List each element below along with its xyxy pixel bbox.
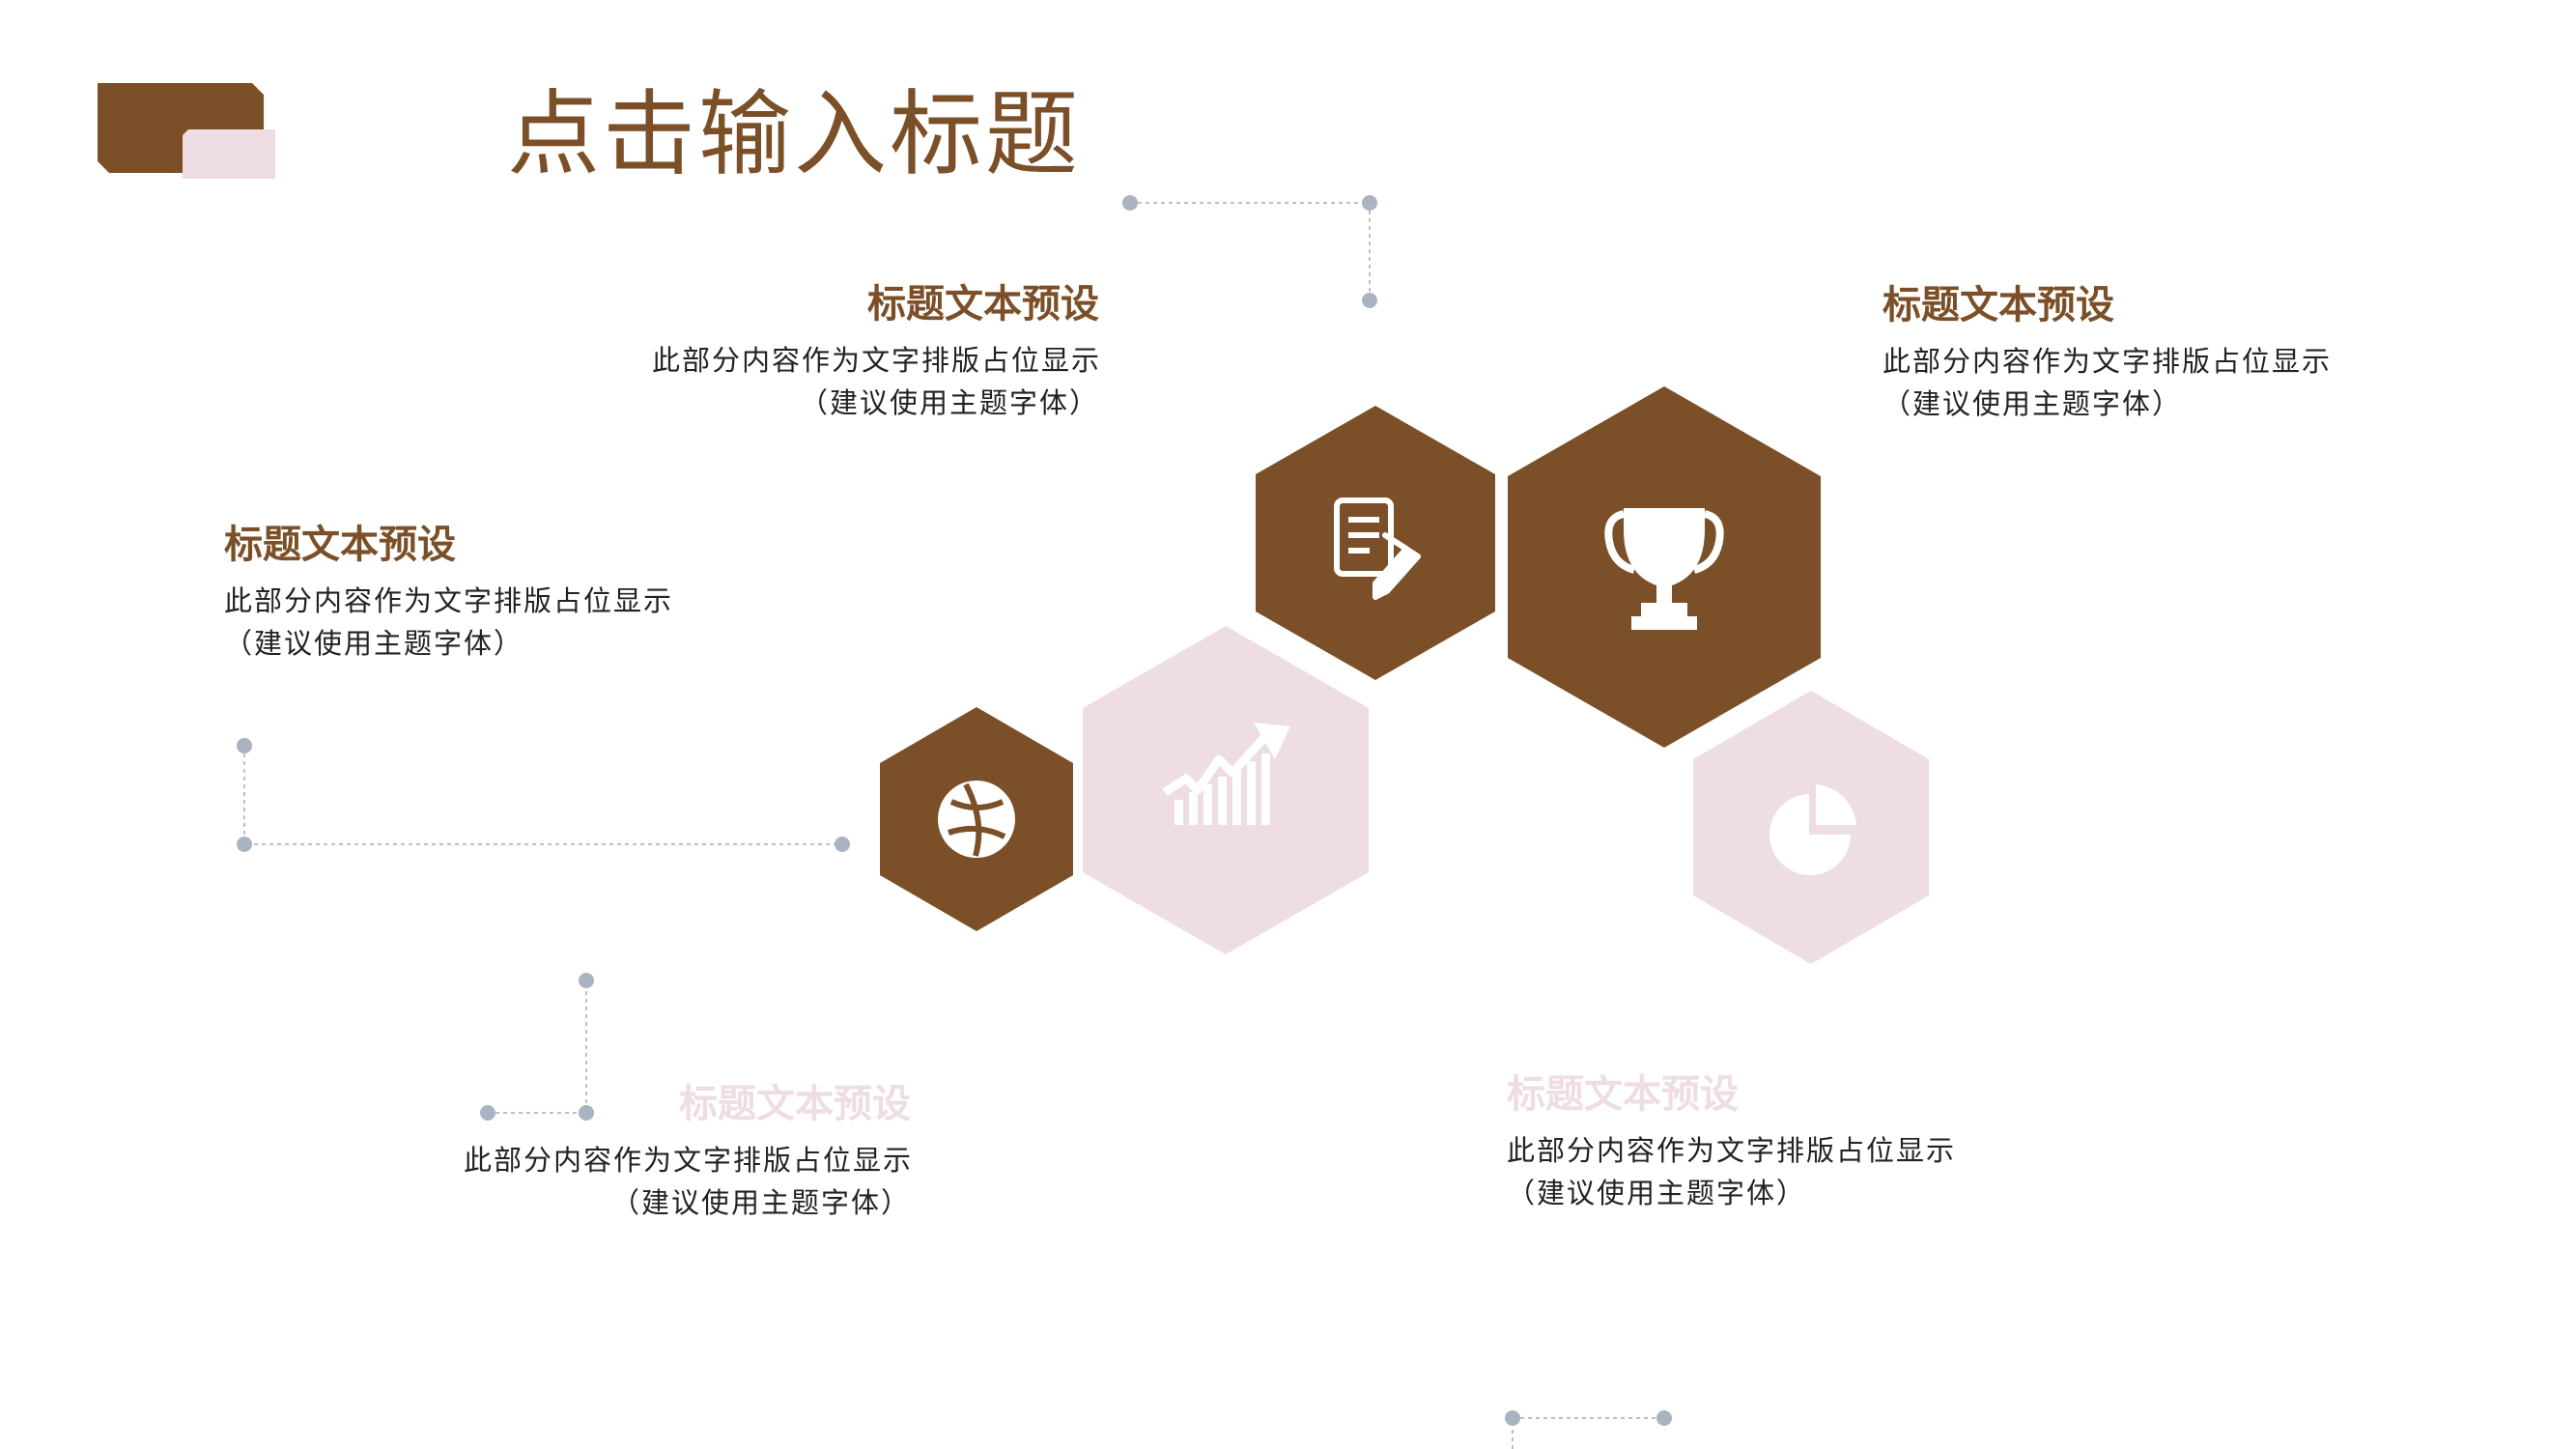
hex-document bbox=[1256, 406, 1495, 680]
block-body-line1[interactable]: 此部分内容作为文字排版占位显示 bbox=[464, 1144, 914, 1177]
block-body-line2[interactable]: （建议使用主题字体） bbox=[224, 627, 524, 660]
connector-left bbox=[243, 746, 842, 845]
block-body-line1[interactable]: 此部分内容作为文字排版占位显示 bbox=[652, 344, 1102, 377]
connector-bottom-left bbox=[488, 980, 587, 1114]
hex-pie-chart bbox=[1693, 691, 1929, 964]
connector-dot bbox=[1505, 1410, 1520, 1426]
trophy-icon bbox=[1604, 508, 1724, 630]
pie-chart-icon bbox=[1769, 784, 1856, 875]
connector-dot bbox=[1122, 195, 1138, 211]
hex-trophy bbox=[1508, 386, 1821, 748]
block-body-line2[interactable]: （建议使用主题字体） bbox=[799, 386, 1099, 419]
connector-dot bbox=[1656, 1410, 1672, 1426]
hex-growth-chart bbox=[1083, 626, 1369, 954]
text-block-bottom-right: 标题文本预设 此部分内容作为文字排版占位显示 （建议使用主题字体） bbox=[1507, 1069, 1970, 1214]
document-pen-icon bbox=[1334, 497, 1421, 600]
block-body-line1[interactable]: 此部分内容作为文字排版占位显示 bbox=[1882, 345, 2333, 378]
block-body-line1[interactable]: 此部分内容作为文字排版占位显示 bbox=[1507, 1134, 1957, 1167]
growth-chart-icon bbox=[1162, 723, 1290, 825]
connector-dot bbox=[480, 1105, 495, 1121]
block-heading[interactable]: 标题文本预设 bbox=[1882, 283, 2114, 327]
text-block-top-center: 标题文本预设 此部分内容作为文字排版占位显示 （建议使用主题字体） bbox=[652, 279, 1099, 424]
hex-basketball bbox=[880, 707, 1073, 931]
connector-dot bbox=[579, 973, 594, 988]
text-block-left: 标题文本预设 此部分内容作为文字排版占位显示 （建议使用主题字体） bbox=[224, 520, 688, 665]
connector-dot bbox=[1362, 195, 1377, 211]
block-body-line2[interactable]: （建议使用主题字体） bbox=[1882, 387, 2183, 420]
block-body-line2[interactable]: （建议使用主题字体） bbox=[610, 1186, 911, 1219]
page-title[interactable]: 点击输入标题 bbox=[507, 80, 1081, 188]
connector-dot bbox=[835, 837, 850, 852]
block-heading[interactable]: 标题文本预设 bbox=[679, 1082, 911, 1126]
block-heading[interactable]: 标题文本预设 bbox=[867, 282, 1099, 327]
block-heading[interactable]: 标题文本预设 bbox=[224, 523, 456, 567]
text-block-bottom-left: 标题文本预设 此部分内容作为文字排版占位显示 （建议使用主题字体） bbox=[464, 1079, 911, 1224]
block-body-line2[interactable]: （建议使用主题字体） bbox=[1507, 1177, 1807, 1209]
text-block-top-right: 标题文本预设 此部分内容作为文字排版占位显示 （建议使用主题字体） bbox=[1882, 280, 2346, 425]
block-heading[interactable]: 标题文本预设 bbox=[1507, 1072, 1739, 1117]
block-body-line1[interactable]: 此部分内容作为文字排版占位显示 bbox=[224, 584, 674, 617]
connector-dot bbox=[237, 738, 252, 753]
connector-dot bbox=[1362, 293, 1377, 308]
basketball-icon bbox=[938, 781, 1015, 858]
connector-dot bbox=[237, 837, 252, 852]
connector-dot bbox=[579, 1105, 594, 1121]
title-logo-pink-block bbox=[183, 129, 275, 179]
